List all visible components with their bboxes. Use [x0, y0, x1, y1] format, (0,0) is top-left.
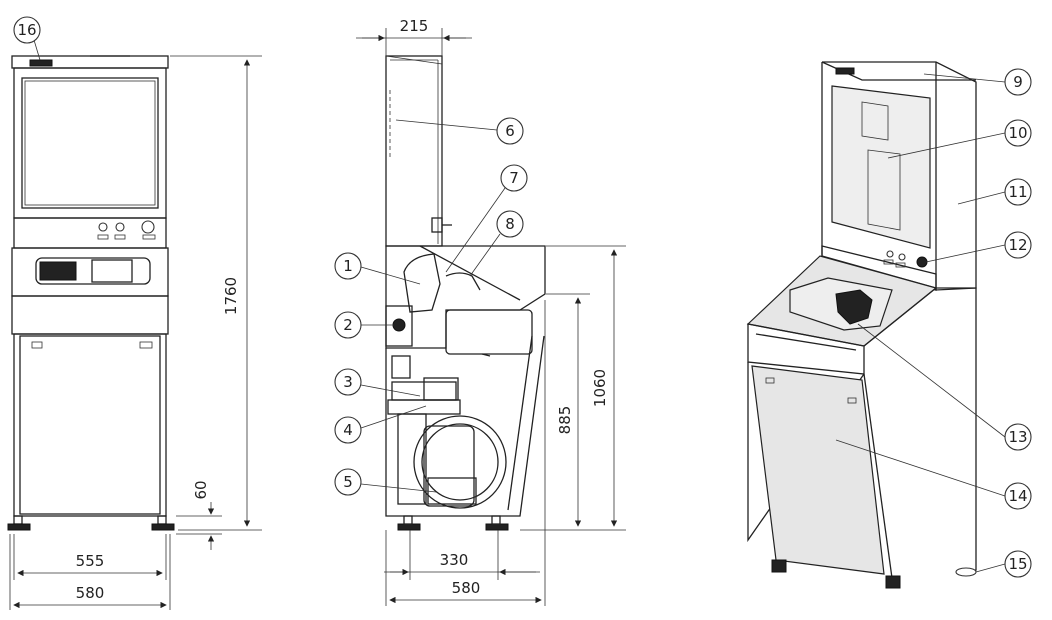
svg-text:16: 16 — [17, 21, 36, 39]
callout-7: 7 — [445, 164, 528, 273]
callout-6: 6 — [395, 117, 524, 145]
dim-side-top-depth: 215 — [400, 17, 429, 35]
svg-text:12: 12 — [1008, 236, 1027, 254]
callout-5: 5 — [334, 468, 437, 496]
callout-1: 1 — [334, 252, 421, 285]
callout-9: 9 — [923, 68, 1032, 96]
callout-8: 8 — [469, 210, 524, 277]
callout-3: 3 — [334, 368, 421, 397]
svg-text:1: 1 — [343, 257, 353, 275]
dim-front-height-total: 1760 — [222, 277, 240, 315]
dim-front-width-inner: 555 — [76, 552, 105, 570]
dim-side-depth-mid: 330 — [440, 551, 469, 569]
svg-text:8: 8 — [505, 215, 515, 233]
svg-text:4: 4 — [343, 421, 353, 439]
callout-10: 10 — [887, 119, 1032, 159]
callout-12: 12 — [925, 231, 1032, 263]
svg-text:11: 11 — [1008, 183, 1027, 201]
svg-text:10: 10 — [1008, 124, 1027, 142]
callout-2: 2 — [334, 311, 394, 339]
dim-side-height-1060: 1060 — [591, 369, 609, 407]
svg-text:3: 3 — [343, 373, 353, 391]
callout-14: 14 — [835, 439, 1032, 510]
svg-text:13: 13 — [1008, 428, 1027, 446]
callout-16: 16 — [13, 16, 41, 61]
svg-text:2: 2 — [343, 316, 353, 334]
isometric-view: 9 10 11 12 13 14 15 — [746, 61, 1032, 589]
dim-side-height-885: 885 — [556, 406, 574, 435]
front-view: 1760 60 555 580 16 — [7, 16, 262, 610]
svg-text:15: 15 — [1008, 555, 1027, 573]
dim-side-depth-total: 580 — [452, 579, 481, 597]
callout-15: 15 — [975, 550, 1032, 578]
svg-text:14: 14 — [1008, 487, 1027, 505]
svg-text:5: 5 — [343, 473, 353, 491]
dim-front-foot-height: 60 — [192, 480, 210, 499]
callout-13: 13 — [857, 323, 1032, 451]
dim-front-width-outer: 580 — [76, 584, 105, 602]
callout-4: 4 — [334, 405, 427, 444]
svg-text:7: 7 — [509, 169, 519, 187]
svg-text:9: 9 — [1013, 73, 1023, 91]
side-view: 215 1060 885 330 580 1 2 — [334, 17, 626, 606]
svg-text:6: 6 — [505, 122, 515, 140]
callout-11: 11 — [957, 178, 1032, 206]
